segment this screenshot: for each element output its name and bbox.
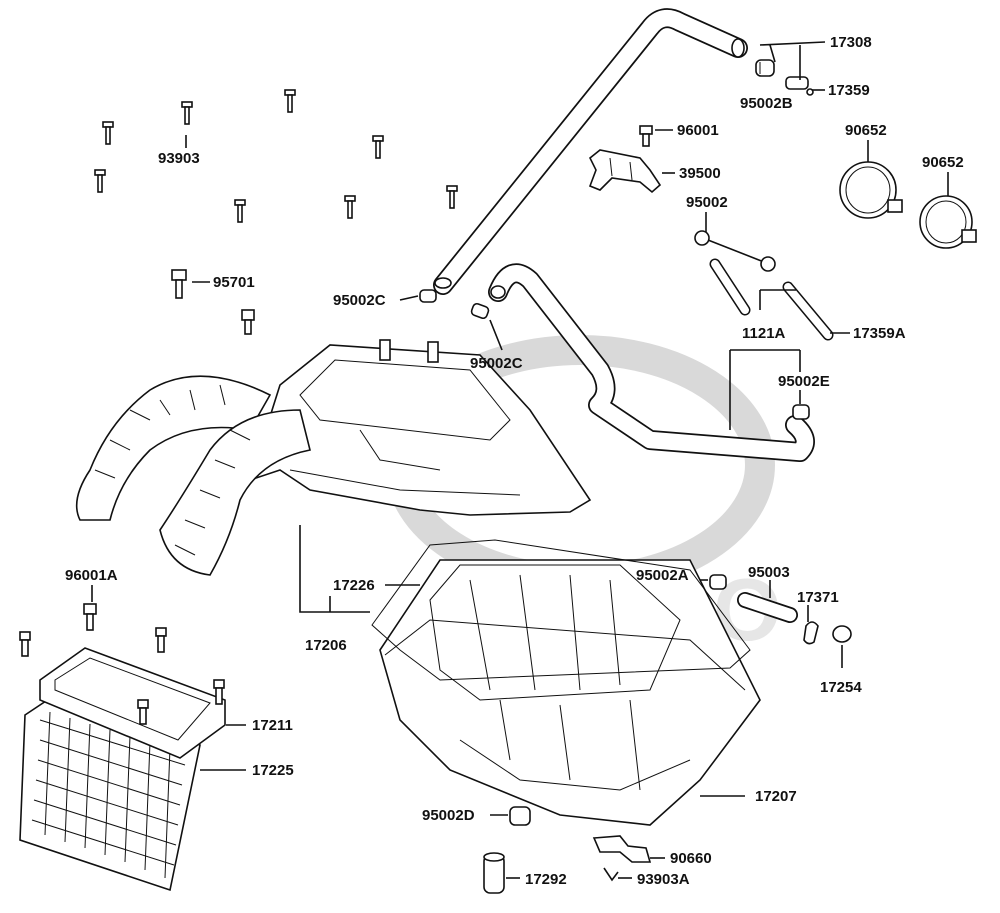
hose-clamp-90652-a xyxy=(839,161,903,219)
label-17226: 17226 xyxy=(333,577,375,594)
label-39500: 39500 xyxy=(679,165,721,182)
label-17206: 17206 xyxy=(305,637,347,654)
leader-lines xyxy=(91,41,949,879)
label-96001A: 96001A xyxy=(65,567,118,584)
label-90660: 90660 xyxy=(670,850,712,867)
label-95003: 95003 xyxy=(748,564,790,581)
clamps-95002C xyxy=(419,289,490,320)
cap-17292 xyxy=(483,852,505,894)
label-95002D: 95002D xyxy=(422,807,475,824)
label-90652-a: 90652 xyxy=(845,122,887,139)
fitting-17359 xyxy=(785,76,814,96)
label-17359: 17359 xyxy=(828,82,870,99)
bolt-96001 xyxy=(639,125,653,147)
long-hose-17308 xyxy=(433,8,748,295)
tube-95003 xyxy=(737,592,798,623)
fittings-17359A xyxy=(709,258,834,341)
label-95002E: 95002E xyxy=(778,373,830,390)
part-number-labels: 17308 17359 95002B 96001 39500 95002 906… xyxy=(65,34,964,888)
label-95002C-a: 95002C xyxy=(333,292,386,309)
label-17254: 17254 xyxy=(820,679,862,696)
clamp-95002D xyxy=(509,806,531,826)
label-17371: 17371 xyxy=(797,589,839,606)
screw-93903A xyxy=(603,867,619,882)
bolts-95701 xyxy=(171,269,255,335)
breather-hose-1121A xyxy=(488,263,815,462)
filter-frame-17211 xyxy=(39,647,226,759)
label-93903: 93903 xyxy=(158,150,200,167)
air-cleaner-cover-17206 xyxy=(75,339,592,576)
clamp-95002A xyxy=(709,574,727,590)
label-95002: 95002 xyxy=(686,194,728,211)
label-17225: 17225 xyxy=(252,762,294,779)
label-1121A: 1121A xyxy=(742,325,786,342)
label-17308: 17308 xyxy=(830,34,872,51)
label-96001: 96001 xyxy=(677,122,719,139)
label-95701: 95701 xyxy=(213,274,255,291)
label-95002B: 95002B xyxy=(740,95,793,112)
label-95002A: 95002A xyxy=(636,567,689,584)
clamp-95002 xyxy=(694,230,776,272)
cap-17254 xyxy=(832,625,852,643)
label-90652-b: 90652 xyxy=(922,154,964,171)
label-17292: 17292 xyxy=(525,871,567,888)
seal-17226 xyxy=(371,539,751,681)
clamp-95002E xyxy=(792,404,810,420)
label-17211: 17211 xyxy=(252,717,293,734)
bolts-96001A xyxy=(19,603,225,725)
stay-90660 xyxy=(592,835,652,863)
label-17207: 17207 xyxy=(755,788,797,805)
label-95002C-b: 95002C xyxy=(470,355,523,372)
label-17359A: 17359A xyxy=(853,325,906,342)
sensor-39500 xyxy=(588,149,662,194)
clamp-95002B xyxy=(755,59,775,77)
hose-clamp-90652-b xyxy=(919,195,977,249)
bolts-93903 xyxy=(94,89,458,223)
label-93903A: 93903A xyxy=(637,871,690,888)
air-cleaner-case-17207 xyxy=(379,559,761,826)
clip-17371 xyxy=(803,621,819,645)
